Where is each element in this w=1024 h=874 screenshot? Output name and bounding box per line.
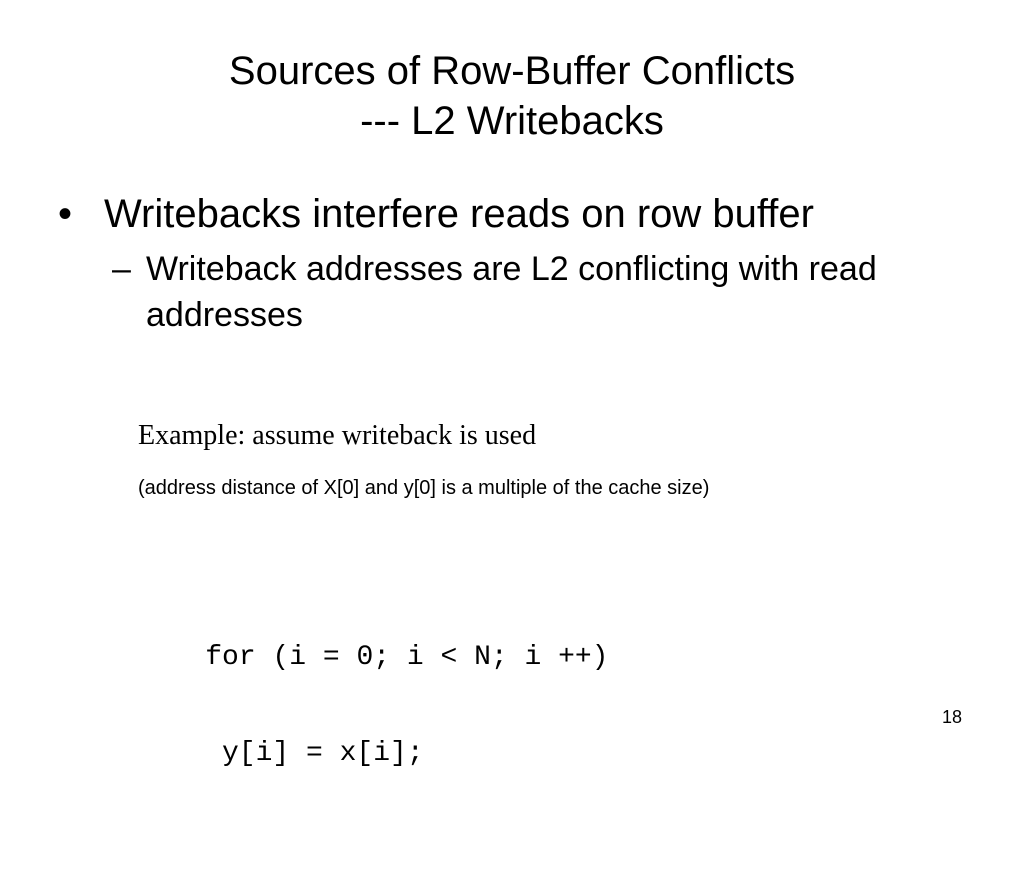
code-line-1: for (i = 0; i < N; i ++): [205, 642, 609, 673]
code-block: for (i = 0; i < N; i ++) y[i] = x[i];: [138, 586, 608, 874]
example-note: (address distance of X[0] and y[0] is a …: [138, 477, 710, 499]
example-heading: Example: assume writeback is used: [138, 420, 537, 451]
bullet-list: • Writebacks interfere reads on row buff…: [58, 190, 978, 338]
dash-icon: –: [112, 250, 131, 288]
bullet-text-writebacks: Writebacks interfere reads on row buffer: [104, 192, 814, 236]
bullet-icon: •: [58, 192, 73, 236]
slide: Sources of Row-Buffer Conflicts --- L2 W…: [0, 46, 1024, 769]
bullet-item-level-1: • Writebacks interfere reads on row buff…: [58, 190, 978, 238]
title-line-2: --- L2 Writebacks: [360, 99, 664, 143]
slide-title: Sources of Row-Buffer Conflicts --- L2 W…: [0, 46, 1024, 146]
code-line-2: y[i] = x[i];: [222, 738, 424, 769]
title-line-1: Sources of Row-Buffer Conflicts: [228, 49, 796, 93]
page-number: 18: [941, 707, 962, 727]
bullet-text-conflicting-addresses: Writeback addresses are L2 conflicting w…: [146, 250, 877, 334]
bullet-item-level-2: – Writeback addresses are L2 conflicting…: [112, 246, 978, 338]
